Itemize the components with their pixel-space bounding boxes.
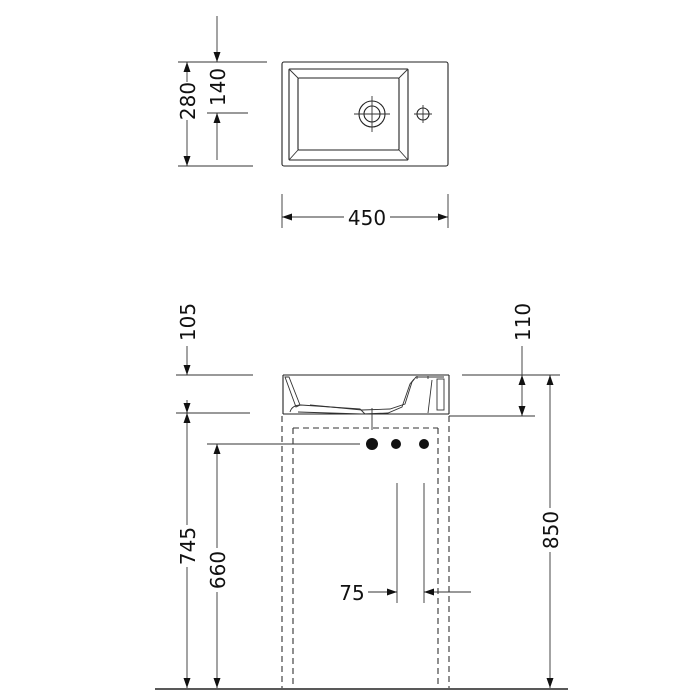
dimension-745: 745 [176, 413, 200, 688]
waste-connection-dot [366, 438, 378, 450]
pipe-connections [366, 438, 429, 603]
dimension-label: 850 [539, 511, 563, 549]
pedestal [281, 416, 450, 688]
basin-outline-top [281, 61, 449, 167]
basin-section [282, 374, 450, 430]
dimension-label: 75 [339, 581, 364, 605]
front-view: 105 745 660 110 850 [155, 303, 568, 690]
dimension-280: 280 [176, 61, 267, 167]
drain-icon [354, 96, 390, 132]
dimension-label: 280 [176, 82, 200, 120]
dimension-label: 105 [176, 303, 200, 341]
supply-connection-dot [419, 439, 429, 449]
dimension-140: 140 [206, 16, 248, 160]
supply-connection-dot [391, 439, 401, 449]
dimension-label: 140 [206, 68, 230, 106]
dimension-label: 110 [511, 303, 535, 341]
tap-hole-icon [414, 105, 432, 123]
dimension-label: 450 [348, 206, 386, 230]
bowl-rim [288, 68, 409, 161]
dimension-110: 110 [449, 303, 560, 417]
dimension-850: 850 [539, 375, 563, 688]
dimension-450: 450 [281, 194, 449, 230]
dimension-75: 75 [339, 581, 471, 605]
dimension-660: 660 [206, 443, 360, 688]
top-view: 280 140 450 [176, 16, 449, 230]
bevel-lines [288, 68, 409, 161]
bowl-floor [297, 77, 400, 151]
dimension-label: 660 [206, 551, 230, 589]
dimension-label: 745 [176, 527, 200, 565]
dimension-105: 105 [176, 303, 253, 414]
